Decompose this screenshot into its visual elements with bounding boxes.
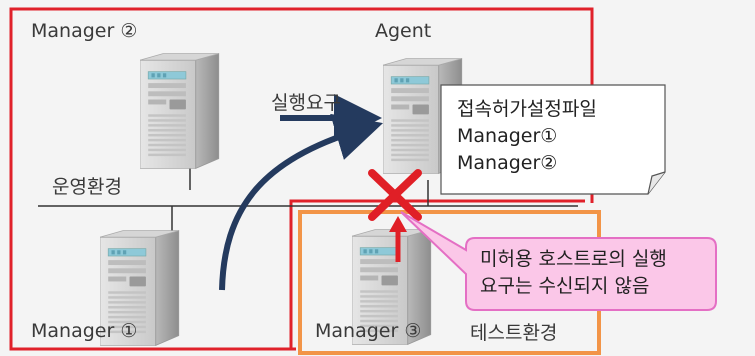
warning-line-1: 미허용 호스트로의 실행	[480, 248, 667, 270]
config-note-line-manager1: Manager①	[457, 125, 558, 147]
config-note-line-title: 접속허가설정파일	[457, 98, 597, 120]
production-env-label: 운영환경	[52, 176, 122, 198]
agent-label: Agent	[375, 20, 432, 42]
test-env-label: 테스트환경	[470, 322, 558, 344]
config-note-text: 접속허가설정파일 Manager① Manager②	[457, 96, 597, 177]
config-note-line-manager2: Manager②	[457, 152, 558, 174]
cross-mark-icon	[368, 169, 422, 221]
warning-line-2: 요구는 수신되지 않음	[480, 275, 650, 297]
warning-callout-text: 미허용 호스트로의 실행 요구는 수신되지 않음	[480, 246, 667, 300]
production-env-frame-notch	[289, 199, 585, 349]
exec-request-label: 실행요구	[271, 92, 341, 114]
exec-request-arrow-manager1	[219, 113, 383, 291]
server-icon-manager2	[140, 53, 220, 169]
manager3-label: Manager ③	[315, 320, 422, 342]
warning-callout-shape	[400, 211, 717, 311]
manager2-label: Manager ②	[31, 20, 138, 42]
manager1-label: Manager ①	[31, 320, 138, 342]
